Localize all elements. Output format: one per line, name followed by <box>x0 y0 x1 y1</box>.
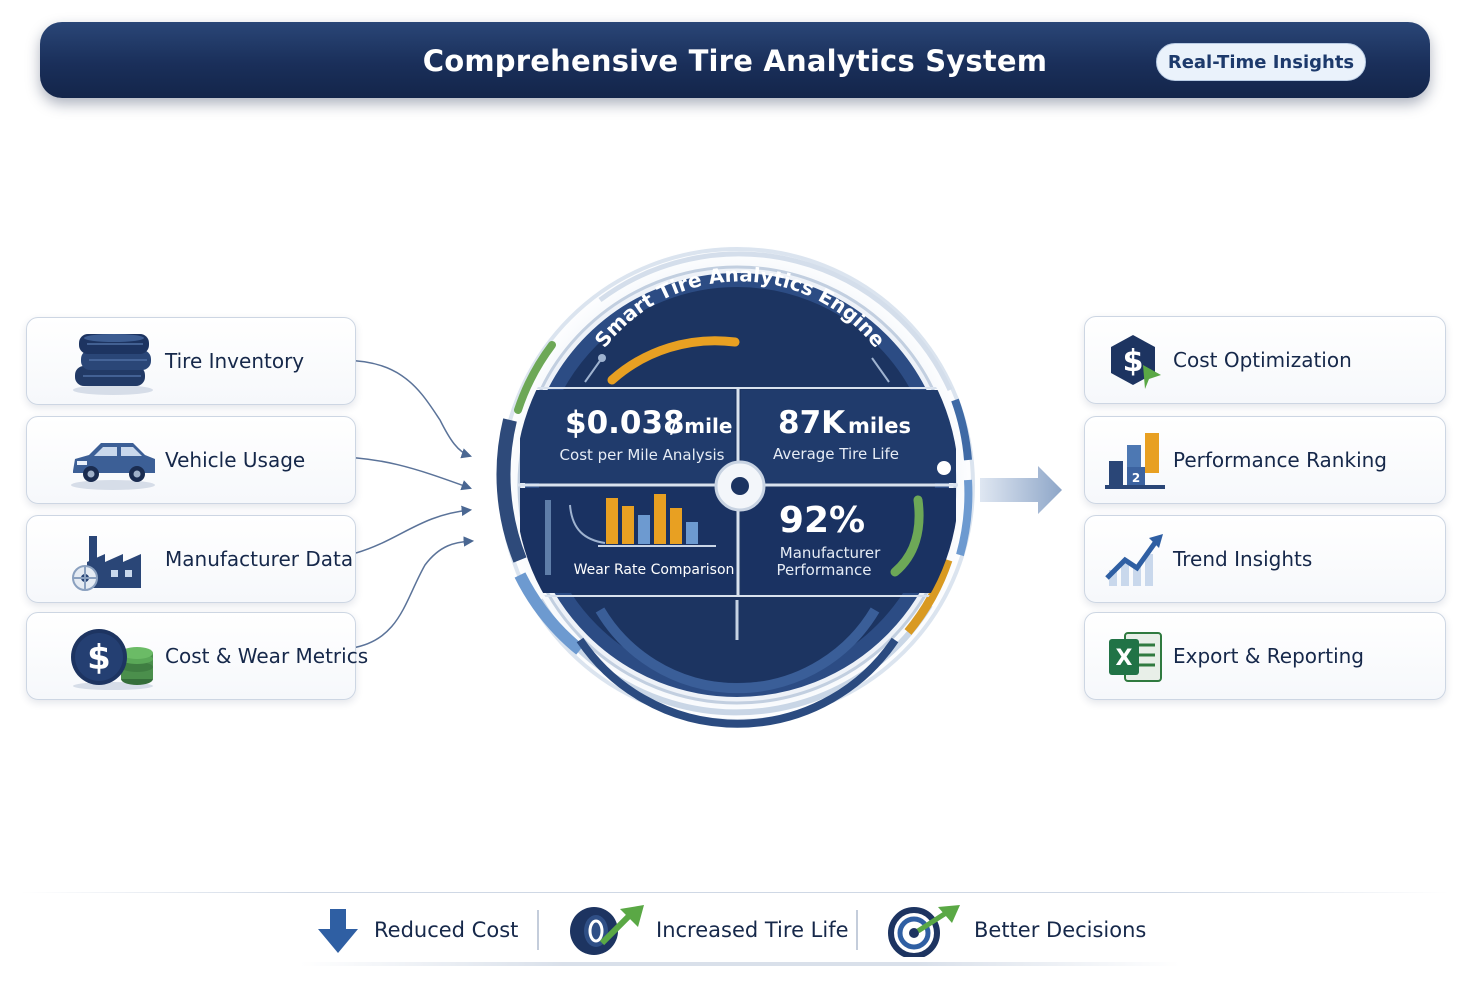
trend-chart-icon <box>1105 534 1163 586</box>
footer-divider <box>20 892 1449 893</box>
engine-orange-segment <box>904 558 953 635</box>
down-arrow-icon <box>318 909 358 953</box>
output-label-performance-ranking: Performance Ranking <box>1173 448 1387 472</box>
output-label-export-reporting: Export & Reporting <box>1173 644 1365 668</box>
footer-separator-2 <box>856 910 858 950</box>
engine-marker-dot <box>937 461 951 475</box>
output-label-trend-insights: Trend Insights <box>1173 547 1313 571</box>
footer-item-increased-tire-life: Increased Tire Life <box>568 900 849 960</box>
output-card-export-reporting[interactable]: X Export & Reporting <box>1084 612 1446 700</box>
engine-tick-left <box>584 357 603 383</box>
wear-caption: Wear Rate Comparison <box>574 562 735 578</box>
engine-tick-right <box>871 357 890 383</box>
engine-bottom-band <box>595 607 880 694</box>
connector-cost-wear <box>351 536 475 649</box>
input-label-vehicle-usage: Vehicle Usage <box>165 448 306 472</box>
engine-gauge-arc <box>607 336 740 385</box>
perf-value: 92% <box>779 500 865 541</box>
input-card-manufacturer-data[interactable]: Manufacturer Data <box>26 515 356 603</box>
realtime-badge[interactable]: Real-Time Insights <box>1156 43 1366 81</box>
perf-gauge-arc <box>890 495 924 577</box>
footer-label-reduced-cost: Reduced Cost <box>374 918 519 942</box>
output-label-cost-optimization: Cost Optimization <box>1173 348 1352 372</box>
wear-bar-6 <box>686 522 698 544</box>
perf-caption-line2: Performance <box>776 561 871 579</box>
footer-item-reduced-cost: Reduced Cost <box>316 900 518 960</box>
quadrant-cost <box>520 390 735 483</box>
connector-tire-inventory <box>329 359 472 459</box>
footer-item-better-decisions: Better Decisions <box>888 900 1146 960</box>
input-label-cost-wear: Cost & Wear Metrics <box>165 644 369 668</box>
engine-lightblue-segment <box>956 479 973 557</box>
engine-hub-core <box>731 477 749 495</box>
coins-icon: $ <box>71 629 153 690</box>
tire-arrow-icon <box>570 905 644 955</box>
quadrant-life <box>741 390 956 483</box>
footer-separator-1 <box>537 910 539 950</box>
wear-rate-chart <box>545 494 716 575</box>
output-card-cost-optimization[interactable]: $ Cost Optimization <box>1084 316 1446 404</box>
engine-tick-dot <box>598 354 606 362</box>
output-card-performance-ranking[interactable]: 2 Performance Ranking <box>1084 416 1446 504</box>
wear-bar-2 <box>622 506 634 544</box>
wear-bar-1 <box>606 498 618 544</box>
engine-ring-arc-top <box>598 251 953 392</box>
tire-stack-icon <box>73 334 153 395</box>
input-card-vehicle-usage[interactable]: Vehicle Usage <box>26 416 356 504</box>
life-value: 87K <box>778 405 846 441</box>
output-card-trend-insights[interactable]: Trend Insights <box>1084 515 1446 603</box>
wear-bar-4 <box>654 494 666 544</box>
wear-bar-5 <box>670 508 682 544</box>
podium-icon: 2 <box>1105 433 1165 489</box>
connector-manufacturer-data <box>355 505 473 554</box>
wear-chart-curve <box>569 504 606 544</box>
input-card-tire-inventory[interactable]: Tire Inventory <box>26 317 356 405</box>
engine-blue-segment <box>951 398 972 461</box>
engine-left-lower-segment <box>514 572 584 655</box>
svg-text:$: $ <box>1123 344 1144 379</box>
svg-text:X: X <box>1116 646 1133 671</box>
footer-label-better-decisions: Better Decisions <box>974 918 1147 942</box>
engine-green-segment <box>514 341 556 414</box>
svg-text:$: $ <box>87 638 111 678</box>
engine-left-segment <box>496 418 527 563</box>
output-arrow <box>980 466 1062 514</box>
cost-unit: / mile <box>670 414 732 438</box>
excel-icon: X <box>1109 632 1162 682</box>
page-title: Comprehensive Tire Analytics System <box>422 44 1048 78</box>
perf-caption-line1: Manufacturer <box>780 544 881 562</box>
wear-bar-3 <box>638 515 650 544</box>
input-label-manufacturer-data: Manufacturer Data <box>165 547 354 571</box>
footer-label-increased-tire-life: Increased Tire Life <box>656 918 849 942</box>
life-unit: miles <box>848 414 911 438</box>
header-banner: Comprehensive Tire Analytics System Real… <box>40 22 1430 98</box>
car-icon <box>71 443 155 490</box>
input-card-cost-wear[interactable]: $ Cost & Wear Metrics <box>26 612 368 700</box>
factory-icon <box>72 536 141 591</box>
cost-caption: Cost per Mile Analysis <box>560 446 725 464</box>
svg-text:2: 2 <box>1132 471 1140 485</box>
target-icon <box>888 905 960 957</box>
input-label-tire-inventory: Tire Inventory <box>165 349 305 373</box>
footer-shadow <box>300 962 1180 966</box>
life-caption: Average Tire Life <box>773 445 899 463</box>
dollar-hexagon-icon: $ <box>1111 335 1161 389</box>
engine-bottom-band-2 <box>576 637 899 728</box>
cost-value: $0.038 <box>565 405 685 441</box>
